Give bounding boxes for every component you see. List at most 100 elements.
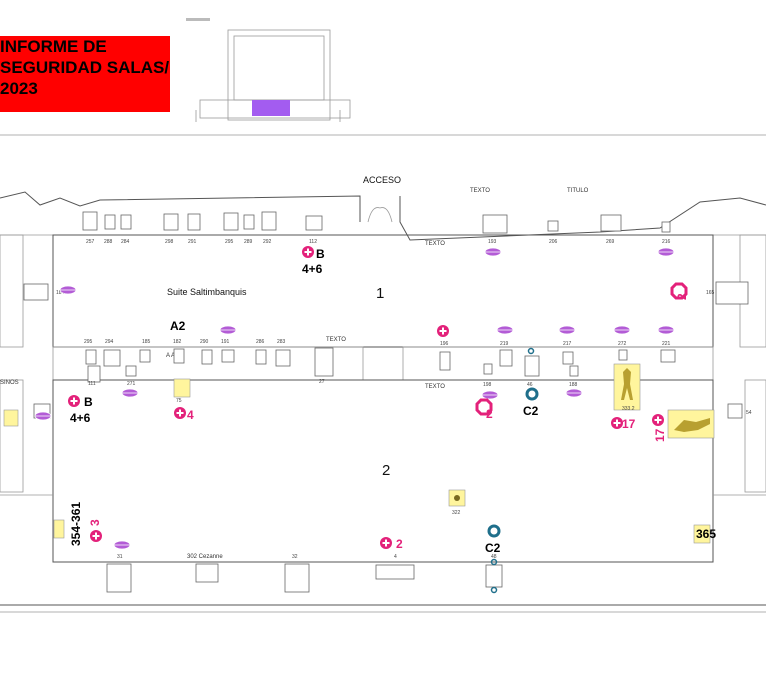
stanchion-icon [121, 388, 139, 398]
artwork-frame [223, 212, 239, 231]
acceso-label: ACCESO [363, 175, 401, 185]
marker-b-left: B [84, 395, 93, 409]
purple-markers [34, 247, 675, 550]
artwork-number: 54 [746, 410, 752, 416]
artwork-number: 184 [56, 290, 65, 296]
artwork-number: 112 [309, 239, 317, 245]
stanchion-icon [34, 411, 52, 421]
artwork-number: 196 [440, 341, 449, 347]
artwork-number: 46 [527, 382, 533, 388]
artwork-frame [187, 213, 201, 231]
titulo-label: TITULO [567, 188, 589, 194]
marker-4: 4 [187, 408, 194, 422]
artwork-number: 182 [173, 339, 182, 345]
artwork-frame [275, 349, 291, 367]
marker-17-vertical: 17 [653, 428, 667, 442]
report-title-line-2: SEGURIDAD SALAS/ [0, 58, 170, 77]
artwork-frame [600, 214, 622, 232]
marker-b-top: B [316, 247, 325, 261]
stanchion-icon [657, 325, 675, 335]
octagon-icon [670, 282, 688, 300]
a2-label: A2 [170, 319, 186, 333]
artwork-frame [715, 281, 749, 305]
artwork-frame [221, 349, 235, 363]
artwork-frame [173, 348, 185, 364]
stanchion-icon [59, 285, 77, 295]
artwork-number: 272 [618, 341, 627, 347]
artwork-frame [727, 403, 743, 419]
artwork-frame [87, 365, 101, 383]
artwork-number: 322 [452, 510, 461, 516]
room-2 [52, 379, 714, 563]
artwork-frame [524, 355, 540, 377]
artwork-number: 193 [488, 239, 497, 245]
artwork-number: 32 [292, 554, 298, 560]
report-title-line-1: INFORME DE [0, 37, 107, 56]
artwork-number: 185 [142, 339, 151, 345]
marker-o2: 2 [486, 407, 493, 421]
stanchion-icon [558, 325, 576, 335]
report-title-box: INFORME DE SEGURIDAD SALAS/ 2023 [0, 36, 170, 112]
artwork-number: 284 [121, 239, 130, 245]
artwork-number: 198 [483, 382, 492, 388]
highlight-artwork [173, 378, 191, 398]
plus-glyph-icon [70, 397, 78, 405]
octagon-icon [475, 398, 493, 416]
artwork-number: 111 [88, 381, 96, 387]
artwork-frame [23, 283, 49, 301]
artwork-number: 283 [277, 339, 286, 345]
artwork-number: 27 [319, 379, 325, 385]
artwork-number: 294 [105, 339, 114, 345]
stanchion-icon [496, 325, 514, 335]
artwork-frame [618, 349, 628, 361]
artwork-frame [314, 347, 334, 377]
plus-glyph-icon [382, 539, 390, 547]
artwork-frame [104, 214, 116, 230]
artwork-number: 217 [563, 341, 572, 347]
marker-2-bottom: 2 [396, 537, 403, 551]
artwork-number: 290 [200, 339, 209, 345]
plus-glyph-icon [613, 419, 621, 427]
report-title-line-3: 2023 [0, 79, 38, 98]
stanchion-icon [219, 325, 237, 335]
artwork-number: 188 [569, 382, 578, 388]
artwork-number: 291 [188, 239, 197, 245]
mid-upper-artworks [85, 347, 334, 377]
artwork-number: 271 [127, 381, 136, 387]
artwork-frame [261, 211, 277, 231]
artwork-number: 165 [706, 290, 715, 296]
texto-label-4: TEXTO [425, 384, 445, 390]
outer-walls [0, 191, 766, 613]
marker-17: 17 [622, 417, 636, 431]
marker-46-left: 4+6 [70, 411, 91, 425]
pink-plus-markers [68, 246, 664, 549]
artwork-frame [660, 349, 676, 363]
artwork-number: 295 [225, 239, 234, 245]
blue-ring-icon [525, 387, 539, 401]
top-row-artworks [82, 211, 323, 231]
texto-label-1: TEXTO [470, 188, 490, 194]
artwork-frame [139, 349, 151, 363]
artwork-number: 257 [86, 239, 95, 245]
highlight-artwork [53, 519, 65, 539]
suite-label: Suite Saltimbanquis [167, 287, 247, 297]
artwork-frame [103, 349, 121, 367]
plus-glyph-icon [304, 248, 312, 256]
artwork-number: 289 [244, 239, 253, 245]
sculpture-icon [674, 418, 710, 432]
artwork-frame [106, 563, 132, 593]
highlight-artwork [693, 524, 711, 544]
stanchion-icon [657, 247, 675, 257]
marker-c2-mid: C2 [523, 404, 539, 418]
artwork-number: 191 [221, 339, 230, 345]
artwork-frame [284, 563, 310, 593]
artwork-number: 295 [84, 339, 93, 345]
artwork-number: 31 [117, 554, 123, 560]
aa-label: A A [166, 353, 175, 359]
minimap [186, 18, 351, 122]
